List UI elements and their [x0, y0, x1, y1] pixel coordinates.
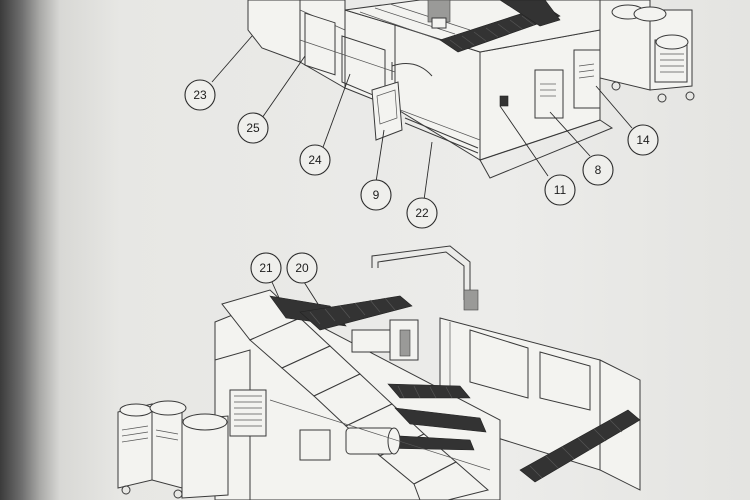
svg-text:24: 24 — [308, 153, 322, 167]
callout-8: 8 — [582, 154, 614, 186]
callout-11: 11 — [544, 174, 576, 206]
callout-25: 25 — [237, 112, 269, 144]
svg-text:14: 14 — [636, 133, 650, 147]
svg-text:22: 22 — [415, 206, 429, 220]
callout-21: 21 — [250, 252, 282, 284]
svg-text:21: 21 — [259, 261, 273, 275]
svg-text:25: 25 — [246, 121, 260, 135]
svg-text:11: 11 — [554, 183, 567, 197]
upper-machine-drawing — [247, 0, 695, 179]
lower-cabinets-drawing — [117, 400, 229, 499]
callout-22: 22 — [406, 197, 438, 229]
callout-20: 20 — [286, 252, 318, 284]
lower-machine-drawing — [117, 245, 641, 500]
control-pendant-drawing — [371, 62, 433, 141]
svg-text:9: 9 — [373, 188, 380, 202]
svg-text:8: 8 — [595, 163, 602, 177]
callout-24: 24 — [299, 144, 331, 176]
side-cabinets-drawing — [599, 0, 695, 103]
callout-23: 23 — [184, 79, 216, 111]
leader-lines — [211, 35, 633, 305]
callout-9: 9 — [360, 179, 392, 211]
svg-text:23: 23 — [193, 88, 207, 102]
svg-text:20: 20 — [295, 261, 309, 275]
callout-14: 14 — [627, 124, 659, 156]
